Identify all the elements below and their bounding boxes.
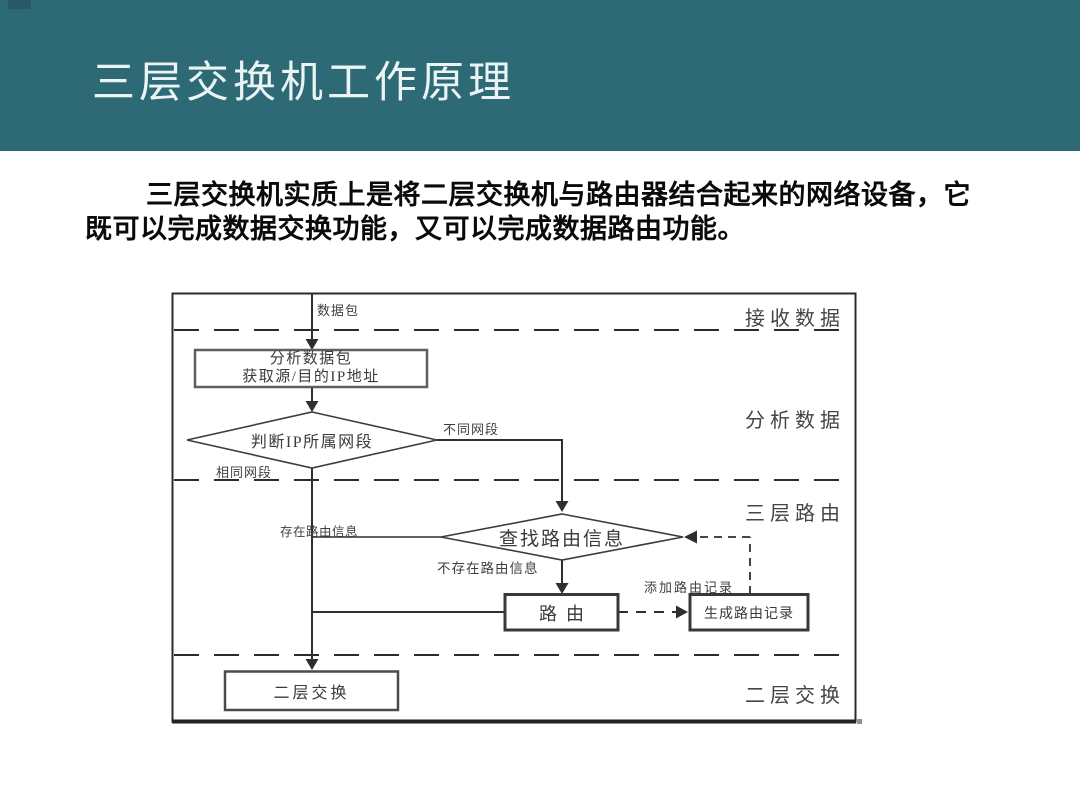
slide-body-paragraph: 三层交换机实质上是将二层交换机与路由器结合起来的网络设备，它 既可以完成数据交换… bbox=[85, 179, 971, 246]
paragraph-line-1: 三层交换机实质上是将二层交换机与路由器结合起来的网络设备，它 bbox=[146, 180, 971, 210]
edge-different-segment bbox=[437, 439, 563, 502]
arrowhead-analyze-to-judge bbox=[305, 401, 319, 412]
different-segment-edge-label: 不同网段 bbox=[443, 422, 500, 437]
l2-switch-box-shape bbox=[223, 670, 400, 712]
corner-accent-shape bbox=[8, 0, 31, 9]
stage-label-analyze-data: 分析数据 bbox=[745, 410, 845, 432]
slide-title: 三层交换机工作原理 bbox=[92, 60, 515, 107]
route-not-exists-edge-label: 不存在路由信息 bbox=[437, 561, 539, 576]
route-box-shape bbox=[503, 593, 620, 632]
analyze-packet-box-text: 分析数据包 获取源/目的IP地址 bbox=[195, 350, 427, 387]
lookup-route-diamond-text: 查找路由信息 bbox=[498, 528, 625, 550]
arrowhead-packet-in bbox=[305, 339, 319, 350]
arrowhead-route-not-exists bbox=[555, 583, 569, 594]
l2-switch-box-text: 二层交换 bbox=[273, 685, 350, 702]
slide-header-band: 三层交换机工作原理 bbox=[0, 0, 1080, 151]
corner-artifact-mark bbox=[857, 719, 862, 724]
add-route-record-edge-label: 添加路由记录 bbox=[644, 580, 735, 595]
lookup-route-diamond-shape bbox=[440, 513, 684, 561]
stage-label-l2-switching: 二层交换 bbox=[745, 685, 845, 707]
analyze-packet-box-shape bbox=[193, 348, 429, 389]
same-segment-edge-label: 相同网段 bbox=[216, 465, 273, 480]
paragraph-line-2: 既可以完成数据交换功能，又可以完成数据路由功能。 bbox=[85, 213, 745, 244]
arrowhead-different-segment bbox=[555, 501, 569, 512]
analyze-packet-box-line2: 获取源/目的IP地址 bbox=[242, 368, 380, 385]
packet-edge-label: 数据包 bbox=[317, 303, 360, 318]
arrowhead-to-l2-switch bbox=[305, 659, 319, 670]
analyze-packet-box-line1: 分析数据包 bbox=[269, 351, 353, 367]
arrowhead-route-to-generate bbox=[676, 605, 688, 619]
judge-segment-diamond-shape bbox=[186, 411, 438, 469]
route-box-text: 路由 bbox=[539, 603, 593, 624]
arrowhead-add-record bbox=[684, 530, 697, 544]
route-exists-edge-label: 存在路由信息 bbox=[280, 525, 359, 539]
generate-record-box-text: 生成路由记录 bbox=[704, 606, 794, 622]
stage-label-l3-routing: 三层路由 bbox=[745, 503, 845, 525]
stage-label-receive-data: 接收数据 bbox=[745, 308, 845, 330]
generate-record-box-shape bbox=[688, 593, 810, 632]
judge-segment-diamond-text: 判断IP所属网段 bbox=[250, 434, 374, 451]
